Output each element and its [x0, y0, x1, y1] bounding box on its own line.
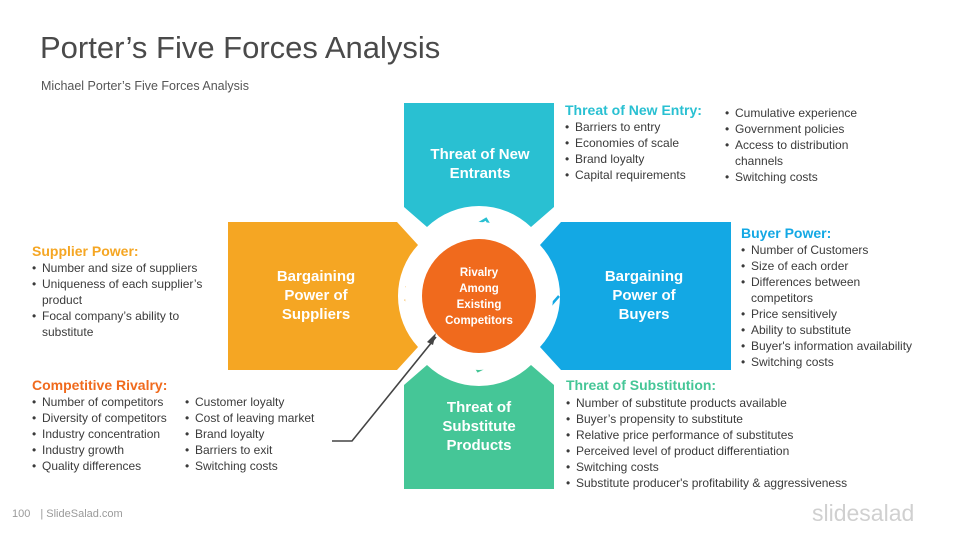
list-item: Brand loyalty — [565, 151, 715, 167]
brand-logo: slidesalad — [812, 500, 915, 526]
new-entry-heading: Threat of New Entry: — [565, 102, 702, 118]
list-item: Barriers to exit — [185, 442, 325, 458]
rivalry-list-2: Customer loyalty Cost of leaving market … — [185, 394, 325, 474]
new-entry-list-1: Barriers to entry Economies of scale Bra… — [565, 119, 715, 183]
list-item: Customer loyalty — [185, 394, 325, 410]
list-item: Number and size of suppliers — [32, 260, 212, 276]
new-entry-list-2: Cumulative experience Government policie… — [725, 105, 865, 185]
top-force-label: Threat of New Entrants — [430, 146, 530, 182]
center-label: Rivalry Among Existing Competitors — [445, 267, 513, 327]
page-title: Porter’s Five Forces Analysis — [40, 30, 441, 65]
page-subtitle: Michael Porter’s Five Forces Analysis — [41, 79, 249, 93]
list-item: Size of each order — [741, 258, 926, 274]
list-item: Brand loyalty — [185, 426, 325, 442]
list-item: Switching costs — [725, 169, 865, 185]
list-item: Perceived level of product differentiati… — [566, 443, 876, 459]
list-item: Relative price performance of substitute… — [566, 427, 876, 443]
footer-site: | SlideSalad.com — [40, 508, 123, 520]
list-item: Cost of leaving market — [185, 410, 325, 426]
substitution-list: Number of substitute products available … — [566, 395, 876, 491]
supplier-list: Number and size of suppliers Uniqueness … — [32, 260, 212, 340]
list-item: Number of Customers — [741, 242, 926, 258]
page-number: 100 — [12, 508, 31, 520]
list-item: Switching costs — [185, 458, 325, 474]
substitution-heading: Threat of Substitution: — [566, 377, 717, 393]
list-item: Switching costs — [566, 459, 876, 475]
list-item: Switching costs — [741, 354, 926, 370]
list-item: Access to distribution channels — [725, 137, 865, 169]
right-force-label: Bargaining Power of Buyers — [604, 268, 684, 323]
left-force-shape — [228, 222, 418, 370]
arrow-head — [427, 333, 436, 345]
list-item: Economies of scale — [565, 135, 715, 151]
list-item: Cumulative experience — [725, 105, 865, 121]
top-force-shape — [404, 103, 554, 227]
list-item: Substitute producer's profitability & ag… — [566, 475, 876, 491]
list-item: Barriers to entry — [565, 119, 715, 135]
bottom-force-shape — [404, 365, 554, 489]
list-item: Ability to substitute — [741, 322, 926, 338]
list-item: Industry growth — [32, 442, 182, 458]
rivalry-heading: Competitive Rivalry: — [32, 377, 168, 393]
right-force-shape — [540, 222, 731, 370]
list-item: Government policies — [725, 121, 865, 137]
list-item: Uniqueness of each supplier’s product — [32, 276, 212, 308]
supplier-heading: Supplier Power: — [32, 243, 139, 259]
buyer-list: Number of Customers Size of each order D… — [741, 242, 926, 370]
list-item: Capital requirements — [565, 167, 715, 183]
list-item: Quality differences — [32, 458, 182, 474]
rivalry-list-1: Number of competitors Diversity of compe… — [32, 394, 182, 474]
list-item: Industry concentration — [32, 426, 182, 442]
footer: 100 | SlideSalad.com — [12, 508, 123, 520]
left-force-label: Bargaining Power of Suppliers — [276, 268, 356, 323]
buyer-heading: Buyer Power: — [741, 225, 832, 241]
list-item: Focal company’s ability to substitute — [32, 308, 212, 340]
bottom-force-label: Threat of Substitute Products — [442, 399, 516, 454]
center-circle — [422, 239, 536, 353]
list-item: Buyer’s propensity to substitute — [566, 411, 876, 427]
list-item: Differences between competitors — [741, 274, 866, 306]
list-item: Number of competitors — [32, 394, 182, 410]
list-item: Diversity of competitors — [32, 410, 182, 426]
connector-arrow — [332, 336, 437, 442]
list-item: Number of substitute products available — [566, 395, 876, 411]
list-item: Buyer's information availability — [741, 338, 926, 354]
list-item: Price sensitively — [741, 306, 926, 322]
